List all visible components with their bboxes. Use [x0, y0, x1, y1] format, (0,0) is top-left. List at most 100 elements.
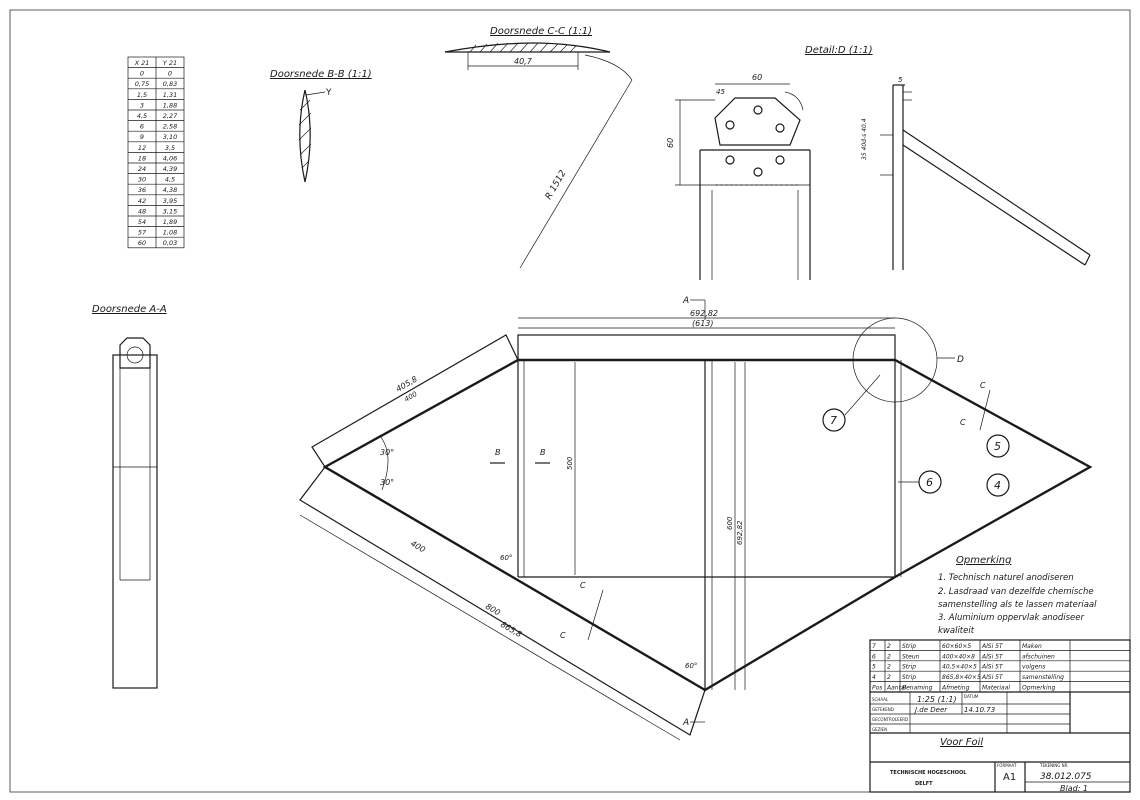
profile-table-y-cell: 0 — [168, 70, 172, 78]
parts-list-header-cell: Materiaal — [982, 685, 1010, 692]
section-aa: Doorsnede A-A — [92, 304, 167, 689]
profile-table-x-cell: 0 — [140, 70, 144, 78]
profile-table-y-cell: 3,15 — [163, 207, 177, 215]
section-bb-title: Doorsnede B-B (1:1) — [270, 69, 372, 80]
sheet-number: Blad: 1 — [1060, 784, 1088, 793]
dim-lower-outer: 865,8 — [499, 620, 523, 639]
section-marker-b-right: B — [540, 448, 546, 457]
profile-table-x-cell: 0,75 — [135, 80, 149, 88]
cc-profile-top — [444, 42, 611, 53]
profile-table-y-cell: 3,95 — [163, 197, 177, 205]
profile-table-x-cell: 18 — [138, 154, 146, 162]
angle-bottom: 30° — [380, 478, 394, 487]
top-bar — [517, 334, 896, 361]
bb-profile — [299, 89, 311, 183]
sheet-border — [9, 9, 1131, 793]
section-cc-title: Doorsnede C-C (1:1) — [490, 26, 592, 37]
section-marker-b-left: B — [495, 448, 501, 457]
detail-d: Detail:D (1:1) 60 45 60 — [666, 45, 1091, 280]
balloon-6-label: 6 — [926, 476, 933, 489]
title-signature: J.de Deer — [913, 706, 948, 714]
detail-side-dim: 35 40d-s 40,4 — [861, 118, 868, 160]
parts-list-header-cell: Opmerking — [1022, 685, 1055, 692]
detail-d-title: Detail:D (1:1) — [805, 45, 873, 56]
aa-strip — [112, 354, 158, 689]
institution-city: DELFT — [915, 781, 933, 787]
section-marker-c-3: C — [980, 381, 986, 390]
profile-table-x-cell: 54 — [138, 218, 146, 226]
profile-table-x-cell: 12 — [138, 144, 146, 152]
note-line-1: 1. Technisch naturel anodiseren — [938, 573, 1074, 583]
detail-dim-45: 45 — [716, 88, 725, 96]
parts-list-cell: 4 — [872, 674, 876, 681]
profile-table-x-cell: 36 — [138, 186, 146, 194]
label-schaal: SCHAAL — [872, 697, 889, 702]
label-gezien: GEZIEN — [872, 727, 887, 732]
dim-height-mid: 600 — [726, 516, 734, 530]
label-getekend: GETEKEND — [872, 707, 894, 712]
note-line-4: 3. Aluminium oppervlak anodiseer — [938, 613, 1085, 623]
parts-list-cell: AlSi 5T — [981, 643, 1004, 650]
profile-table-y-cell: 3,5 — [165, 144, 175, 152]
notes-title: Opmerking — [956, 555, 1011, 566]
section-marker-c-4: C — [960, 418, 966, 427]
profile-table-x-cell: 24 — [138, 165, 146, 173]
profile-table-y-cell: 1,08 — [163, 229, 177, 237]
label-gecontroleerd: GECONTROLEERD — [872, 717, 908, 722]
parts-list-cell: afschuinen — [1022, 653, 1055, 660]
drawing-title: Voor Foil — [940, 737, 983, 748]
parts-list-header-cell: Aantal — [886, 685, 907, 692]
profile-table-y-cell: 1,89 — [163, 218, 177, 226]
parts-list-cell: AlSi 5T — [981, 664, 1004, 671]
profile-table-y-cell: 4,39 — [163, 165, 177, 173]
section-cc: Doorsnede C-C (1:1) 40,7 R 1512 — [444, 26, 633, 269]
parts-list-cell: Strip — [902, 664, 916, 671]
profile-table-header-y: Y 21 — [163, 59, 177, 67]
dim-long-arm-inner: 400 — [403, 390, 419, 404]
profile-table-header-x: X 21 — [134, 59, 150, 67]
radius-label: R 1512 — [544, 169, 569, 202]
parts-list-cell: Steun — [902, 653, 920, 660]
parts-list-cell: AlSi 5T — [981, 653, 1004, 660]
balloon-5-label: 5 — [994, 440, 1001, 453]
profile-table-x-cell: 57 — [138, 229, 147, 237]
radius-line — [519, 79, 633, 269]
parts-list-cell: 2 — [887, 664, 891, 671]
parts-list-cell: 6 — [872, 653, 876, 660]
parts-list-cell: 2 — [887, 674, 891, 681]
parts-list-cell: 5 — [872, 664, 876, 671]
parts-list-cell: volgens — [1022, 664, 1045, 671]
profile-table-x-cell: 4,5 — [137, 112, 147, 120]
note-line-2: 2. Lasdraad van dezelfde chemische — [938, 587, 1094, 597]
parts-list-cell: samenstelling — [1022, 674, 1064, 681]
section-marker-a-bottom: A — [682, 718, 689, 728]
parts-list-cell: 2 — [887, 643, 891, 650]
dim-long-arm: 405,8 — [395, 374, 419, 393]
profile-table-y-cell: 4,38 — [163, 186, 177, 194]
parts-list-header-cell: Afmeting — [941, 685, 970, 692]
profile-table-x-cell: 9 — [140, 133, 144, 141]
cc-width-label: 40,7 — [514, 57, 533, 66]
main-assembly: 692,82 (613) 500 600 692,82 405,8 400 40… — [299, 296, 1093, 741]
detail-marker-d: D — [957, 355, 964, 365]
note-line-5: kwaliteit — [938, 626, 975, 636]
notes-block: Opmerking 1. Technisch naturel anodisere… — [938, 555, 1097, 636]
dim-lower-mid: 800 — [484, 602, 502, 617]
profile-table-y-cell: 4,06 — [163, 154, 177, 162]
parts-list-cell: 60×60×5 — [942, 643, 971, 650]
drawing-format: A1 — [1003, 772, 1016, 783]
parts-list-cell: 400×40×8 — [942, 653, 975, 660]
section-marker-c-1: C — [580, 581, 586, 590]
label-tekening-nr: TEKENING NR. — [1039, 763, 1069, 768]
dim-inner-top: (613) — [692, 319, 714, 328]
parts-list-cell: 2 — [887, 653, 891, 660]
parts-list-cell: Maken — [1022, 643, 1042, 650]
parts-list-cell: 865,8×40×5 — [942, 674, 981, 681]
bb-y-label: Y — [325, 88, 332, 98]
parts-list-header-cell: Pos — [872, 685, 882, 692]
detail-edge-5: 5 — [898, 76, 903, 84]
title-date: 14.10.73 — [964, 706, 995, 714]
